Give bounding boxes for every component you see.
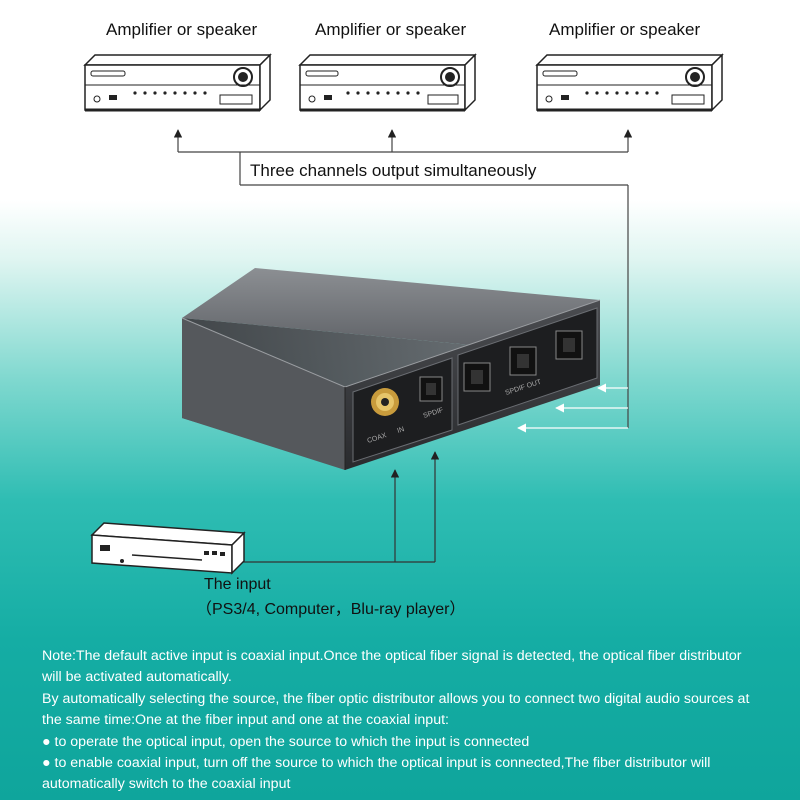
optical-splitter-device: COAX IN SPDIF SPDIF OUT [181,268,601,470]
amplifier-3-illustration [535,53,724,112]
note-bullet-1: ● to operate the optical input, open the… [42,733,530,750]
amplifier-2-label: Amplifier or speaker [315,20,467,39]
amplifier-2-illustration [298,53,477,112]
optical-output-port-2 [509,346,537,376]
amplifier-1-label: Amplifier or speaker [106,20,258,39]
spdif-out-arrows [517,383,628,433]
input-sources: （PS3/4, Computer，Blu-ray player） [196,601,466,618]
source-player-illustration [90,522,246,575]
input-title: The input [204,576,271,593]
optical-output-port-1 [463,362,491,392]
note-line-2: By automatically selecting the source, t… [42,690,750,729]
amplifier-3-label: Amplifier or speaker [549,20,701,39]
note-line-1: Note:The default active input is coaxial… [42,648,742,686]
output-caption: Three channels output simultaneously [250,161,537,180]
note-block: Note:The default active input is coaxial… [42,646,762,796]
note-bullet-2: ● to enable coaxial input, turn off the … [42,755,711,793]
in-label: IN [396,426,405,435]
amplifier-1-illustration [83,53,272,112]
optical-output-port-3 [555,330,583,360]
input-connector-lines [230,451,440,563]
